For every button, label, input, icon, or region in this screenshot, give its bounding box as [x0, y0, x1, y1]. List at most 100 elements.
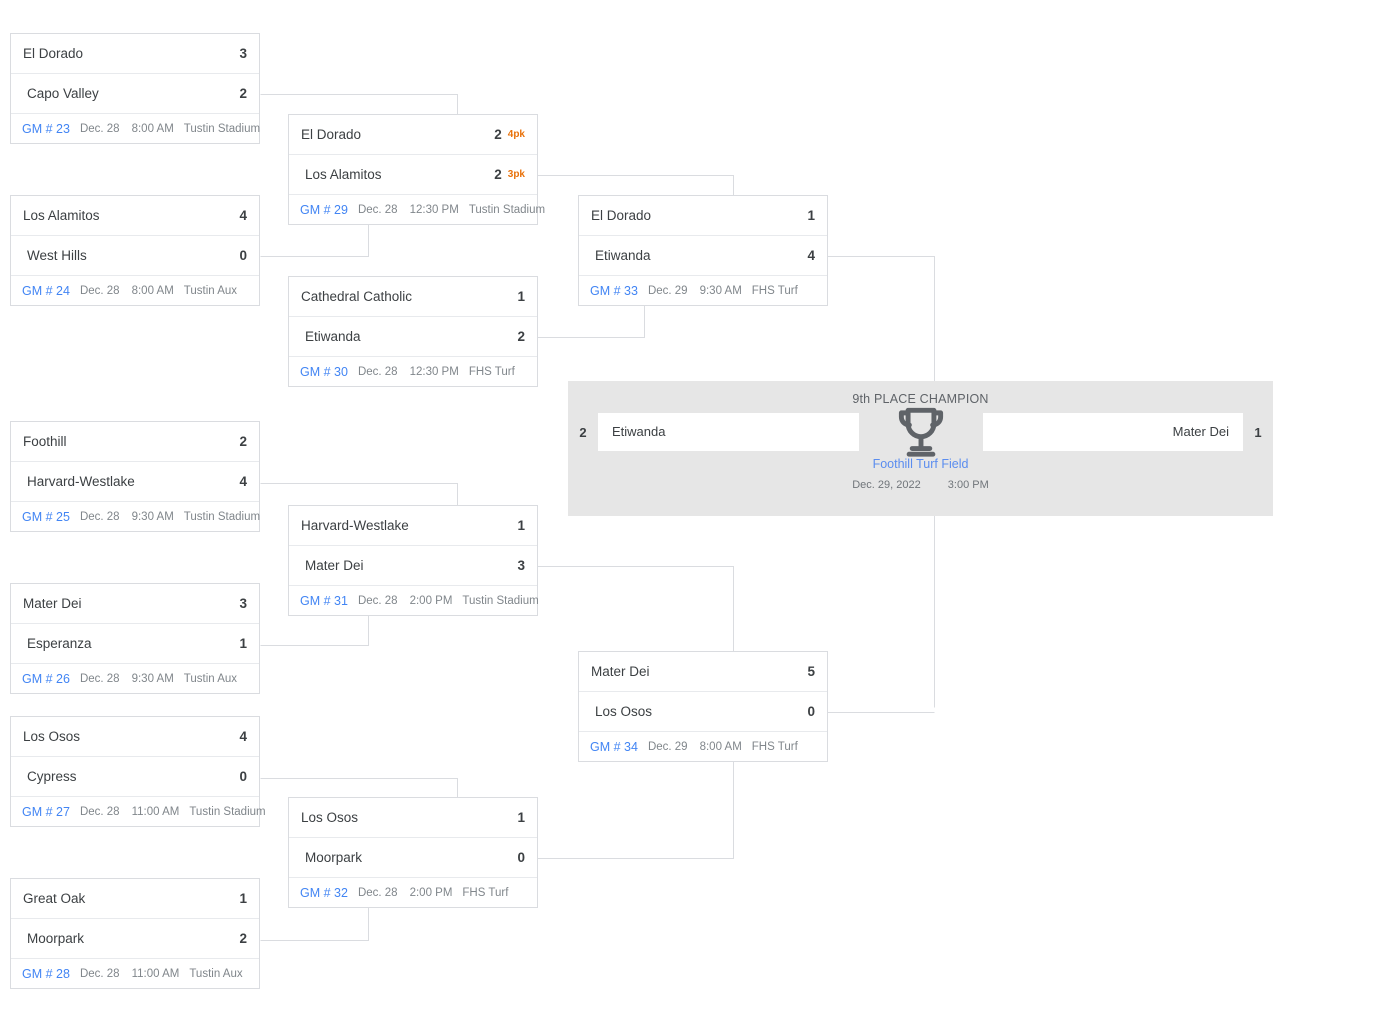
game-box[interactable]: Mater Dei 3 Esperanza 1 GM # 26 Dec. 28 …: [10, 583, 260, 694]
game-meta: GM # 34 Dec. 29 8:00 AM FHS Turf: [579, 732, 827, 761]
game-meta: GM # 24 Dec. 28 8:00 AM Tustin Aux: [11, 276, 259, 305]
team-row: El Dorado 1: [579, 196, 827, 236]
game-time: 8:00 AM: [131, 122, 174, 135]
team-score: 3: [239, 596, 247, 611]
team-score: 0: [807, 704, 815, 719]
team-name: Los Alamitos: [305, 167, 382, 182]
game-number-link[interactable]: GM # 29: [300, 202, 348, 217]
game-date: Dec. 28: [79, 672, 120, 685]
game-meta: GM # 28 Dec. 28 11:00 AM Tustin Aux: [11, 959, 259, 988]
game-date: Dec. 28: [357, 886, 398, 899]
team-row: Great Oak 1: [11, 879, 259, 919]
game-number-link[interactable]: GM # 30: [300, 364, 348, 379]
game-time: 9:30 AM: [131, 672, 174, 685]
game-number-link[interactable]: GM # 23: [22, 121, 70, 136]
game-venue: Tustin Stadium: [468, 203, 546, 216]
team-name: Moorpark: [305, 850, 363, 865]
game-venue: FHS Turf: [462, 886, 509, 899]
team-row: Los Osos 1: [289, 798, 537, 838]
game-box[interactable]: Los Osos 1 Moorpark 0 GM # 32 Dec. 28 2:…: [288, 797, 538, 908]
team-row: Harvard-Westlake 1: [289, 506, 537, 546]
team-score: 1: [807, 208, 815, 223]
championship-left-score: 2: [579, 424, 587, 440]
game-time: 8:00 AM: [131, 284, 174, 297]
championship-time: 3:00 PM: [947, 479, 989, 491]
team-score: 1: [517, 810, 525, 825]
game-meta: GM # 30 Dec. 28 12:30 PM FHS Turf: [289, 357, 537, 386]
team-score: 2: [494, 167, 502, 182]
game-date: Dec. 28: [357, 203, 398, 216]
team-name: Mater Dei: [305, 558, 364, 573]
game-number-link[interactable]: GM # 32: [300, 885, 348, 900]
team-name: Etiwanda: [595, 248, 651, 263]
team-score: 2: [517, 329, 525, 344]
game-time: 12:30 PM: [409, 203, 459, 216]
game-venue: Tustin Stadium: [189, 805, 266, 818]
game-date: Dec. 29: [647, 284, 688, 297]
team-score: 0: [239, 769, 247, 784]
game-box[interactable]: Great Oak 1 Moorpark 2 GM # 28 Dec. 28 1…: [10, 878, 260, 989]
championship-right-score: 1: [1254, 424, 1262, 440]
team-score: 0: [239, 248, 247, 263]
game-box[interactable]: Cathedral Catholic 1 Etiwanda 2 GM # 30 …: [288, 276, 538, 387]
game-box[interactable]: Foothill 2 Harvard-Westlake 4 GM # 25 De…: [10, 421, 260, 532]
team-name: El Dorado: [591, 208, 652, 223]
game-box[interactable]: Harvard-Westlake 1 Mater Dei 3 GM # 31 D…: [288, 505, 539, 616]
game-time: 8:00 AM: [699, 740, 742, 753]
game-date: Dec. 28: [79, 805, 120, 818]
game-box[interactable]: Los Osos 4 Cypress 0 GM # 27 Dec. 28 11:…: [10, 716, 266, 827]
team-score: 1: [239, 891, 247, 906]
championship-matchup: 2 Etiwanda Mater Dei 1: [568, 407, 1273, 457]
team-row: Los Osos 4: [11, 717, 259, 757]
penalty-kicks: 4pk: [507, 129, 525, 140]
game-number-link[interactable]: GM # 33: [590, 283, 638, 298]
championship-right-team: Mater Dei: [982, 413, 1243, 451]
team-row: West Hills 0: [11, 236, 259, 276]
game-time: 11:00 AM: [131, 805, 180, 818]
game-number-link[interactable]: GM # 27: [22, 804, 70, 819]
game-box[interactable]: Mater Dei 5 Los Osos 0 GM # 34 Dec. 29 8…: [578, 651, 828, 762]
game-meta: GM # 26 Dec. 28 9:30 AM Tustin Aux: [11, 664, 259, 693]
team-score: 2: [239, 86, 247, 101]
team-name: El Dorado: [23, 46, 84, 61]
game-venue: Tustin Aux: [183, 284, 238, 297]
game-date: Dec. 28: [357, 594, 398, 607]
team-row: Moorpark 2: [11, 919, 259, 959]
game-box[interactable]: El Dorado 3 Capo Valley 2 GM # 23 Dec. 2…: [10, 33, 260, 144]
team-row: Mater Dei 3: [289, 546, 537, 586]
team-row: Los Alamitos 4: [11, 196, 259, 236]
game-date: Dec. 29: [647, 740, 688, 753]
game-time: 2:00 PM: [409, 594, 453, 607]
game-number-link[interactable]: GM # 25: [22, 509, 70, 524]
team-score: 1: [239, 636, 247, 651]
game-number-link[interactable]: GM # 28: [22, 966, 70, 981]
game-date: Dec. 28: [357, 365, 398, 378]
championship-datetime: Dec. 29, 2022 3:00 PM: [568, 479, 1273, 491]
team-name: Etiwanda: [305, 329, 361, 344]
team-row: Etiwanda 4: [579, 236, 827, 276]
game-meta: GM # 29 Dec. 28 12:30 PM Tustin Stadium: [289, 195, 545, 224]
team-name: Mater Dei: [23, 596, 82, 611]
game-box[interactable]: El Dorado 2 4pk Los Alamitos 2 3pk GM # …: [288, 114, 545, 225]
team-name: West Hills: [27, 248, 87, 263]
team-name: Foothill: [23, 434, 67, 449]
game-number-link[interactable]: GM # 34: [590, 739, 638, 754]
championship-left-side: 2 Etiwanda: [568, 413, 859, 451]
game-meta: GM # 33 Dec. 29 9:30 AM FHS Turf: [579, 276, 827, 305]
game-date: Dec. 28: [79, 284, 120, 297]
game-box[interactable]: El Dorado 1 Etiwanda 4 GM # 33 Dec. 29 9…: [578, 195, 828, 306]
team-name: Moorpark: [27, 931, 85, 946]
game-number-link[interactable]: GM # 31: [300, 593, 348, 608]
game-number-link[interactable]: GM # 26: [22, 671, 70, 686]
team-score: 1: [517, 518, 525, 533]
team-row: Mater Dei 5: [579, 652, 827, 692]
game-number-link[interactable]: GM # 24: [22, 283, 70, 298]
team-row: Los Osos 0: [579, 692, 827, 732]
trophy-icon: [859, 401, 983, 463]
team-row: Etiwanda 2: [289, 317, 537, 357]
team-name: El Dorado: [301, 127, 362, 142]
team-score: 1: [517, 289, 525, 304]
game-box[interactable]: Los Alamitos 4 West Hills 0 GM # 24 Dec.…: [10, 195, 260, 306]
game-venue: Tustin Stadium: [183, 122, 261, 135]
